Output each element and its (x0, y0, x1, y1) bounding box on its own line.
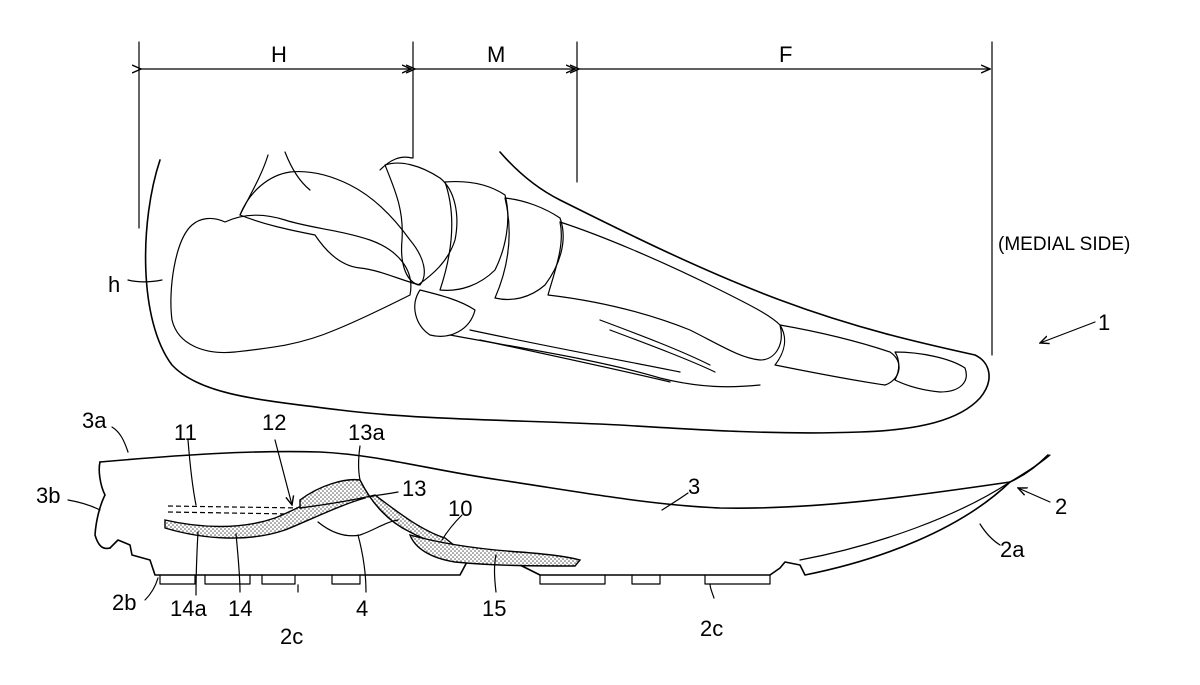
proximal-phalanx (774, 324, 900, 386)
calcaneus (170, 214, 412, 354)
label-1: 1 (1098, 310, 1110, 335)
label-3: 3 (688, 474, 700, 499)
leader-2b (144, 577, 159, 601)
forefoot-plate-2a (799, 454, 1051, 561)
cuneiform-1 (439, 180, 509, 291)
label-3a: 3a (82, 408, 107, 433)
label-2: 2 (1055, 494, 1067, 519)
leader-13 (367, 491, 399, 498)
reference-leaders (67, 279, 1096, 601)
foot-outline (144, 151, 990, 434)
midfoot-region-label: M (487, 42, 505, 67)
leader-3 (661, 492, 689, 511)
leader-h (127, 279, 163, 283)
leader-1 (1040, 321, 1096, 343)
region-dimensions: H M F (139, 41, 993, 356)
label-4: 4 (356, 596, 368, 621)
label-2c-left: 2c (280, 624, 303, 649)
leader-2 (1018, 488, 1051, 503)
label-3b: 3b (36, 483, 60, 508)
label-2a: 2a (1000, 537, 1025, 562)
leader-3a (111, 426, 129, 453)
foot-skeleton (144, 151, 990, 434)
label-10: 10 (448, 496, 472, 521)
distal-phalanx (894, 351, 967, 393)
leader-2c-right (709, 583, 715, 599)
leader-12 (274, 439, 292, 505)
forefoot-region-label: F (779, 42, 792, 67)
talus (239, 170, 425, 286)
leader-3b (67, 499, 101, 511)
element-4-curve (317, 519, 399, 537)
upper-sole-top-line (99, 450, 1049, 509)
leader-11 (187, 439, 197, 506)
label-14a: 14a (170, 596, 207, 621)
first-metatarsal (547, 221, 782, 361)
leader-2a (979, 523, 1001, 546)
cuneiform-2 (494, 197, 564, 301)
label-11: 11 (174, 420, 197, 445)
outsole-body (109, 481, 1011, 576)
heel-element-11-dashed-2 (167, 511, 291, 515)
label-14: 14 (228, 596, 252, 621)
reference-numerals: h 1 3a 3b 11 12 13a 13 3 2 2a 10 2b 14a … (36, 272, 1110, 649)
sole-assembly (94, 450, 1051, 585)
label-h: h (108, 272, 120, 297)
outsole-lugs (159, 574, 771, 585)
navicular (384, 162, 458, 286)
leader-13a (357, 445, 361, 481)
label-2c-right: 2c (700, 616, 723, 641)
plantar-soft-tissue (449, 334, 761, 388)
sole-heel-profile (94, 461, 111, 550)
leader-14a (195, 531, 199, 596)
cuboid (414, 289, 476, 337)
leader-15 (493, 554, 497, 593)
leader-4 (357, 534, 367, 593)
heel-region-label: H (271, 42, 287, 67)
tibia-fibula (239, 151, 413, 216)
lateral-metatarsals (469, 319, 716, 383)
label-12: 12 (262, 410, 286, 435)
midfoot-plate-15-dotted (408, 533, 582, 567)
label-13a: 13a (348, 420, 385, 445)
medial-side-label: (MEDIAL SIDE) (998, 234, 1130, 255)
label-13: 13 (402, 476, 426, 501)
label-2b: 2b (112, 590, 136, 615)
leader-14 (235, 533, 241, 593)
label-15: 15 (482, 596, 506, 621)
leader-10 (441, 514, 463, 541)
heel-element-11-dashed (167, 505, 301, 509)
